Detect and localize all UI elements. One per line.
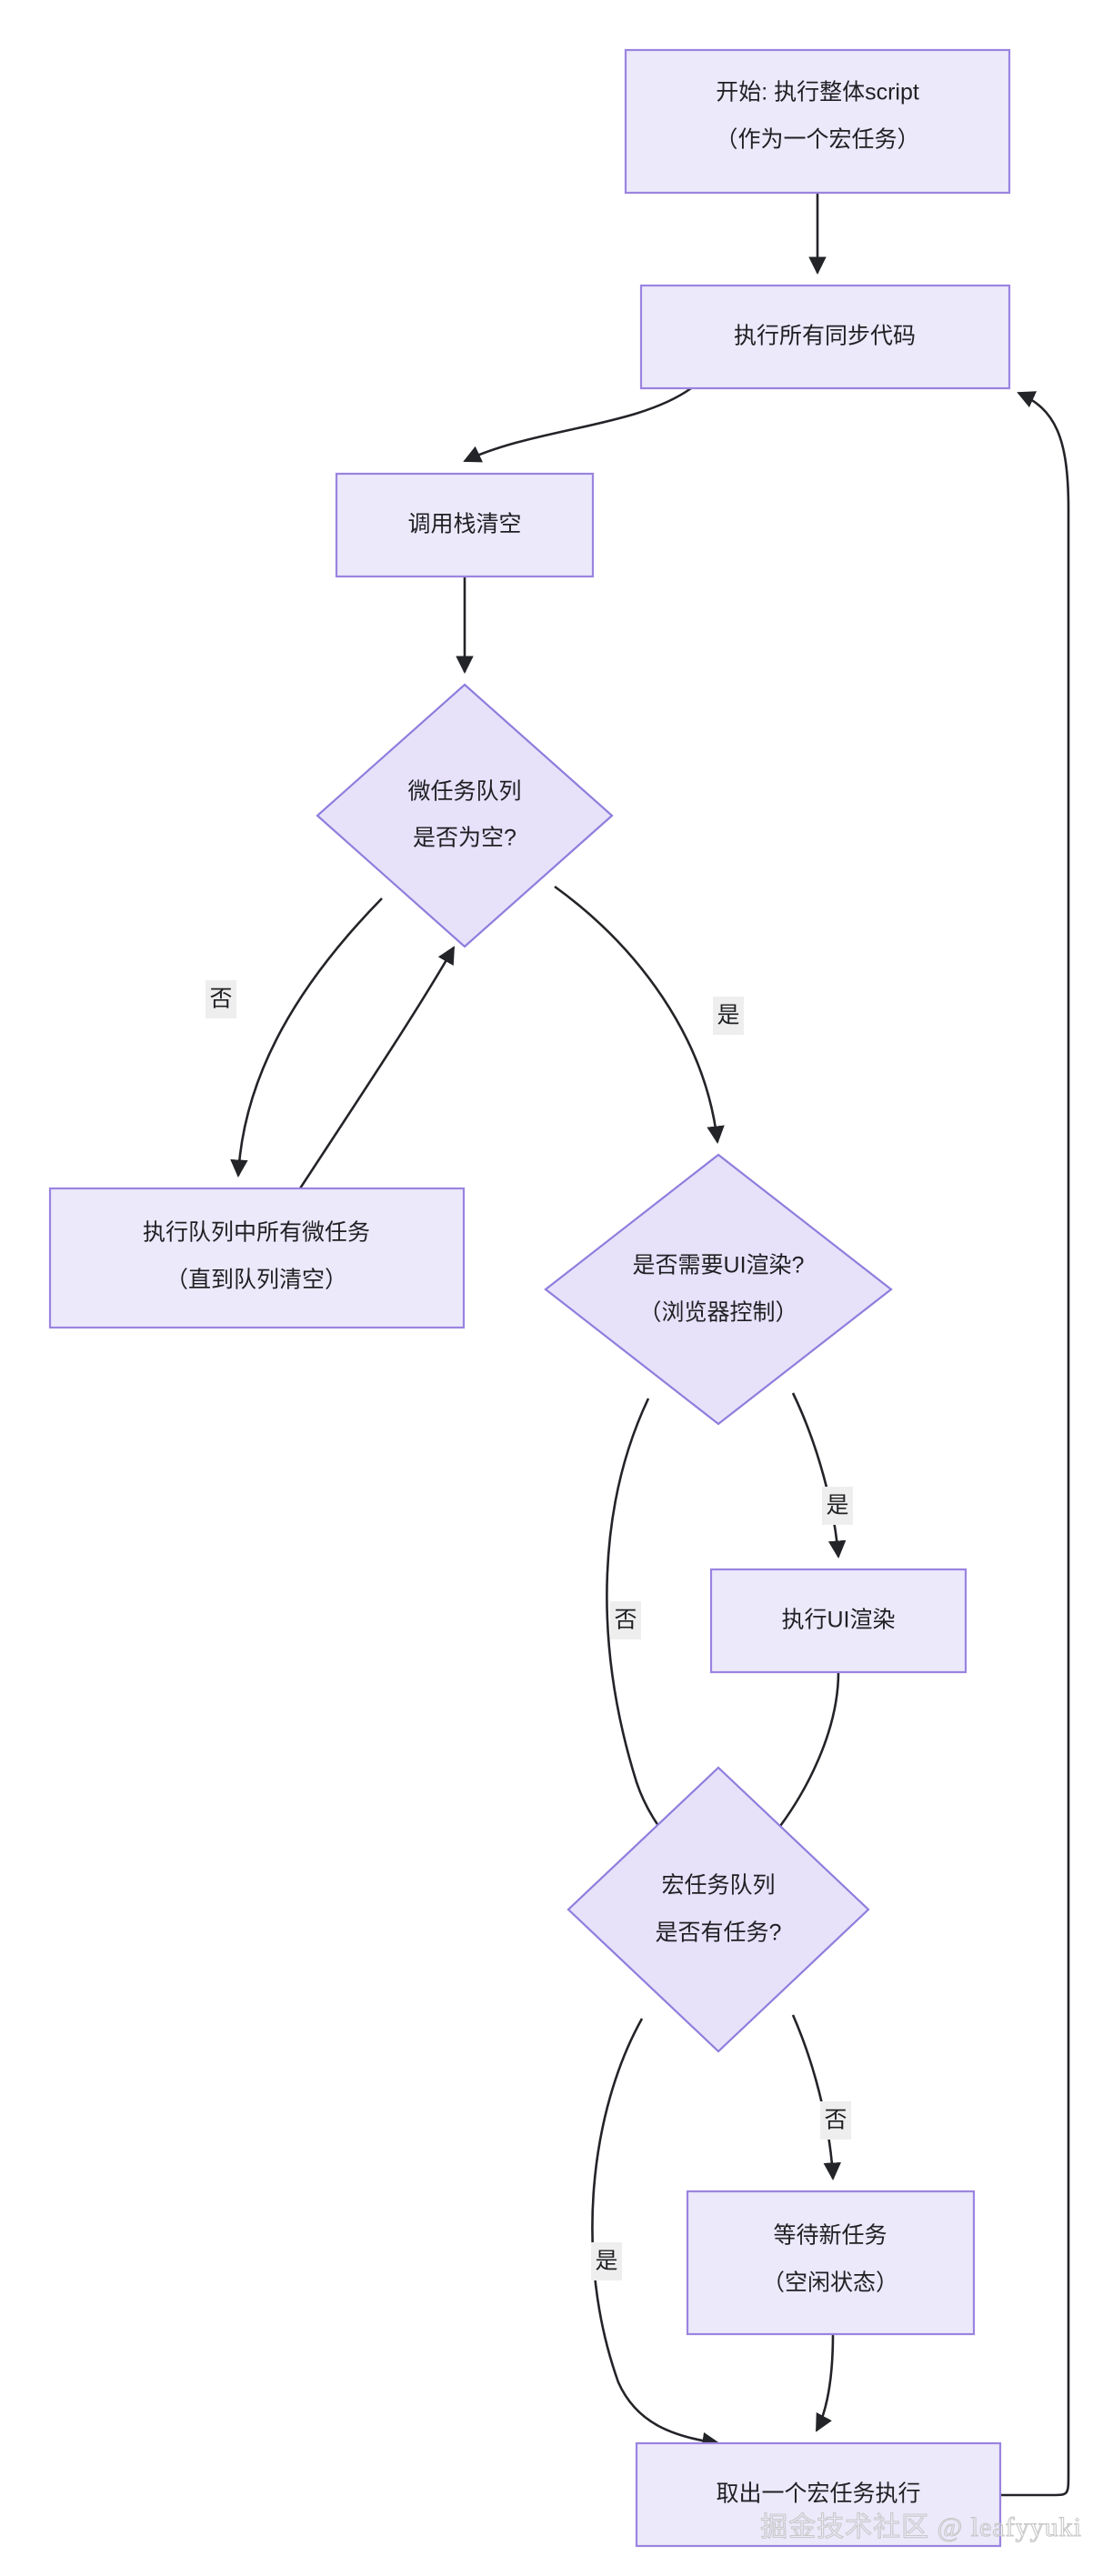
node-microtask-queue-empty-line-1: 微任务队列 [407,779,521,805]
node-macrotask-queue-has-task-line-2: 是否有任务? [656,1920,782,1946]
node-run-sync-code-label: 执行所有同步代码 [734,324,916,349]
node-macrotask-queue-has-task-shape [567,1766,870,2053]
edge-microempty-to-runmicro [230,897,383,1178]
node-macrotask-queue-has-task-decision[interactable]: 宏任务队列 是否有任务? [567,1766,870,2053]
node-call-stack-empty-shape [335,472,595,578]
node-start-shape [624,48,1011,195]
edge-label-yes-macrotask: 是 [591,2242,622,2280]
edge-label-yes-render-text: 是 [826,1493,848,1519]
edge-macrohas-to-takemacro [591,2018,720,2451]
edge-label-yes-macrotask-bg [591,2242,622,2280]
edge-takemacro-to-sync [1000,391,1070,2497]
edge-microempty-to-needrender [554,885,725,1144]
node-take-one-macrotask-label: 取出一个宏任务执行 [716,2481,920,2507]
edge-sync-to-stackclear [463,386,692,463]
node-start-line-2: （作为一个宏任务） [715,127,919,153]
edge-label-yes-microtask-text: 是 [717,1003,739,1028]
node-run-all-microtasks-line-2: （直到队列清空） [165,1268,347,1293]
node-run-all-microtasks-line-1: 执行队列中所有微任务 [143,1220,370,1246]
node-wait-new-task-shape [686,2190,976,2336]
node-need-ui-render-line-1: 是否需要UI渲染? [633,1253,805,1278]
edge-label-no-render: 否 [610,1601,641,1639]
node-start-line-1: 开始: 执行整体script [716,80,919,105]
watermark: 掘金技术社区 @ leafyyuki [760,2512,1082,2542]
node-do-ui-render[interactable]: 执行UI渲染 [709,1568,968,1674]
node-run-sync-code[interactable]: 执行所有同步代码 [639,284,1011,390]
edge-label-no-microtask-text: 否 [209,987,232,1012]
edge-layer [230,193,1070,2497]
edge-label-no-microtask-bg [206,980,236,1018]
node-need-ui-render-decision[interactable]: 是否需要UI渲染? （浏览器控制） [544,1153,893,1426]
node-microtask-queue-empty-line-2: 是否为空? [413,826,516,851]
edge-label-no-render-bg [610,1601,641,1639]
edge-label-layer: 否 是 是 否 否 是 [206,980,853,2280]
node-need-ui-render-line-2: （浏览器控制） [638,1300,797,1326]
node-run-all-microtasks[interactable]: 执行队列中所有微任务 （直到队列清空） [48,1187,466,1329]
edge-label-no-microtask: 否 [206,980,236,1018]
edge-macrohas-to-waittask [791,2014,841,2180]
node-do-ui-render-shape [709,1568,968,1674]
node-run-sync-code-shape [639,284,1011,390]
node-run-all-microtasks-shape [48,1187,466,1329]
edge-label-yes-microtask-bg [713,997,744,1035]
edge-needrender-to-macrohas [606,1398,675,1848]
node-call-stack-empty-label: 调用栈清空 [407,512,521,537]
node-microtask-queue-empty-shape [316,683,614,948]
node-take-one-macrotask[interactable]: 取出一个宏任务执行 [635,2441,1002,2548]
edge-needrender-to-dorender [791,1392,847,1559]
edge-label-yes-macrotask-text: 是 [595,2249,617,2274]
edge-label-no-render-text: 否 [614,1608,637,1633]
node-call-stack-empty[interactable]: 调用栈清空 [335,472,595,578]
edge-runmicro-to-microempty [298,946,456,1189]
node-layer: 开始: 执行整体script （作为一个宏任务） 执行所有同步代码 调用栈清空 … [48,48,1011,2548]
edge-label-yes-render-bg [822,1487,853,1525]
node-wait-new-task[interactable]: 等待新任务 （空闲状态） [686,2190,976,2336]
node-wait-new-task-line-1: 等待新任务 [773,2223,887,2249]
edge-label-no-macrotask: 否 [820,2101,851,2140]
edge-label-yes-render: 是 [822,1487,853,1525]
node-start[interactable]: 开始: 执行整体script （作为一个宏任务） [624,48,1011,195]
edge-waittask-to-takemacro [815,2333,835,2432]
edge-dorender-to-macrohas [767,1671,840,1843]
edge-label-no-macrotask-text: 否 [824,2108,847,2133]
edge-label-no-macrotask-bg [820,2101,851,2140]
edge-label-yes-microtask: 是 [713,997,744,1035]
node-macrotask-queue-has-task-line-1: 宏任务队列 [661,1873,775,1899]
node-wait-new-task-line-2: （空闲状态） [762,2270,898,2296]
node-need-ui-render-shape [544,1153,893,1426]
node-microtask-queue-empty-decision[interactable]: 微任务队列 是否为空? [316,683,614,948]
node-take-one-macrotask-shape [635,2441,1002,2548]
node-do-ui-render-label: 执行UI渲染 [781,1608,895,1633]
